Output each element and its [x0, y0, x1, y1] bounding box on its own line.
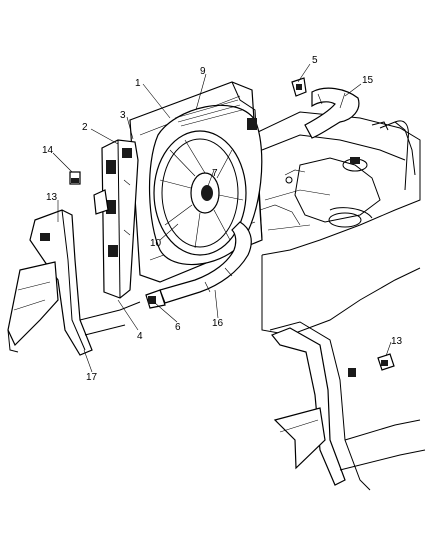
callout-13-inset: 13: [391, 336, 403, 347]
inset-bracket-detail: [269, 321, 426, 491]
callout-3: 3: [120, 110, 126, 121]
callout-16: 16: [212, 318, 224, 329]
callout-10: 10: [150, 238, 162, 249]
callout-15: 15: [362, 75, 374, 86]
callout-5: 5: [312, 55, 318, 66]
callout-9: 9: [200, 66, 206, 77]
cooling-fan: [153, 130, 247, 256]
callout-17: 17: [86, 372, 98, 383]
callout-4: 4: [137, 331, 143, 342]
leader-lines: [52, 63, 392, 373]
bolt: [69, 171, 81, 185]
engine-compartment-structure: [257, 111, 421, 336]
lower-hose-clamp: [145, 289, 166, 309]
callout-labels: 1 2 3 4 5 6 7 9 10 13 13 14 15 16 17: [42, 55, 403, 383]
upper-radiator-hose: [304, 87, 360, 139]
callout-7: 7: [212, 168, 218, 179]
callout-14: 14: [42, 145, 54, 156]
radiator-support-bracket-left: [7, 209, 141, 356]
callout-2: 2: [82, 122, 88, 133]
callout-1: 1: [135, 78, 141, 89]
callout-13-main: 13: [46, 192, 58, 203]
callout-6: 6: [175, 322, 181, 333]
radiator-side-tank: [93, 139, 139, 299]
